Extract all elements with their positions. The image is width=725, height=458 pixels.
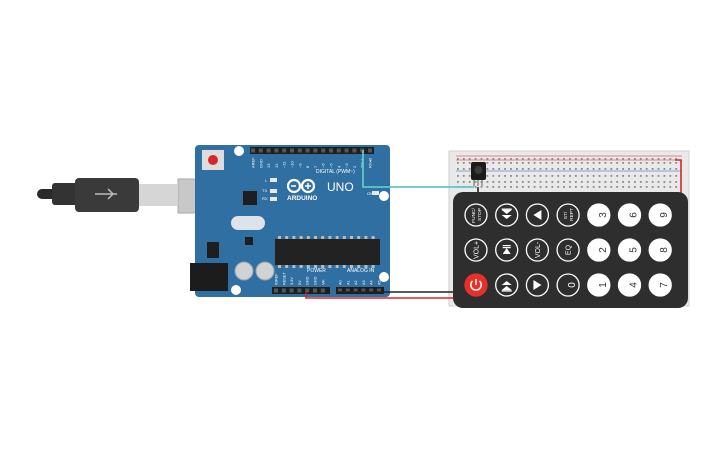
signal-wire [362,150,474,188]
play-pause-icon [502,245,511,254]
digital-pin-label: ~9 [297,163,302,168]
remote-button-label: 4 [629,282,640,288]
power-pin-label: GND [314,276,318,285]
remote-button-up-icon[interactable] [525,203,550,227]
led-tx-label: TX [262,188,267,193]
remote-button-label: 1 [598,282,609,288]
digital-pin-label: ~10 [290,160,295,168]
power-pin-label: RESET [282,272,286,285]
remote-button-0[interactable]: 0 [556,273,580,297]
remote-button-label: 0 [567,282,578,288]
next-icon [501,208,512,219]
remote-button-4[interactable]: 4 [617,273,642,297]
remote-button-eq[interactable]: EQ [556,238,580,262]
prev-icon [501,281,512,292]
analog-header-label: ANALOG IN [347,268,375,274]
remote-button-label: FUNC/STOP [471,208,483,223]
remote-button-2[interactable]: 2 [587,238,611,262]
ir-receiver[interactable] [471,162,486,186]
remote-button-6[interactable]: 6 [617,203,642,227]
analog-pin-label: A3 [362,280,366,285]
digital-pin-label: ~11 [282,161,287,168]
remote-button-next-icon[interactable] [495,203,519,227]
led-l-label: L [265,178,268,183]
digital-pin-label: 12 [274,163,279,168]
remote-button-label: VOL- [535,241,542,258]
analog-pin-label: A0 [339,280,343,285]
remote-button-label: VOL+ [473,241,480,259]
power-icon [470,279,482,291]
atmega-chip [275,239,380,265]
remote-button-label: 2 [598,247,609,253]
analog-pin-label: A2 [354,280,358,285]
down-icon [533,280,542,290]
led-rx-label: RX [262,196,268,201]
remote-button-8[interactable]: 8 [648,238,672,262]
analog-pin-label: A1 [346,280,350,285]
digital-pin-label: AREF [251,157,256,168]
remote-button-label: 7 [659,282,670,288]
power-pin-label: Vin [321,280,325,285]
digital-pin-label: 7 [313,165,318,168]
remote-button-label: 6 [629,212,640,218]
digital-pin-label: GND [258,159,263,168]
remote-button-7[interactable]: 7 [648,273,672,297]
digital-pin-label: 13 [266,163,271,168]
remote-button-power-icon[interactable] [464,273,488,297]
analog-pin-label: A5 [378,280,382,285]
power-pin-label: 5V [298,280,302,285]
remote-button-1[interactable]: 1 [587,273,611,297]
digital-pin-label: 2 [352,165,357,168]
power-pin-label: IOREF [275,273,279,285]
remote-button-strept[interactable]: ST/REPT [556,203,580,227]
remote-button-funcstop[interactable]: FUNC/STOP [464,203,488,227]
remote-button-label: ST/REPT [563,208,575,221]
remote-button-3[interactable]: 3 [587,203,611,227]
digital-header-label: DIGITAL (PWM~) [316,169,355,175]
led-on-label: ON [367,191,373,196]
capacitor [255,261,275,281]
arduino-logo-icon [286,178,316,194]
digital-pin-label: ~5 [329,163,334,168]
digital-pin-label: ~3 [344,163,349,168]
remote-button-down-icon[interactable] [525,273,550,297]
digital-pin-label: RX◂0 [368,157,373,168]
digital-pin-label: 4 [336,165,341,168]
arduino-uno-board[interactable]: ARDUINO UNO DIGITAL (PWM~) POWER ANALOG … [190,145,390,297]
remote-button-5[interactable]: 5 [617,238,642,262]
power-pin-label: GND [306,276,310,285]
remote-button-label: 8 [659,247,670,253]
arduino-brand-text: ARDUINO [287,195,317,202]
remote-button-label: 5 [629,247,640,253]
digital-pin-label: 8 [305,165,310,168]
digital-pin-label: ~6 [321,163,326,168]
power-jack [190,263,228,291]
analog-pin-label: A4 [370,280,374,285]
remote-button-vol-[interactable]: VOL- [525,238,550,262]
capacitor [234,261,254,281]
remote-button-vol+[interactable]: VOL+ [464,238,488,262]
power-pin-label: 3.3V [290,277,294,285]
remote-button-9[interactable]: 9 [648,203,672,227]
remote-button-prev-icon[interactable] [495,273,519,297]
usb-symbol-icon [95,188,117,200]
remote-button-label: 9 [659,212,670,218]
crystal [231,216,265,230]
remote-button-label: 3 [598,212,609,218]
up-icon [533,210,542,220]
remote-button-play-pause-icon[interactable] [495,238,519,262]
arduino-model-text: UNO [327,180,354,194]
remote-button-label: EQ [566,244,573,255]
power-header-label: POWER [307,268,326,274]
